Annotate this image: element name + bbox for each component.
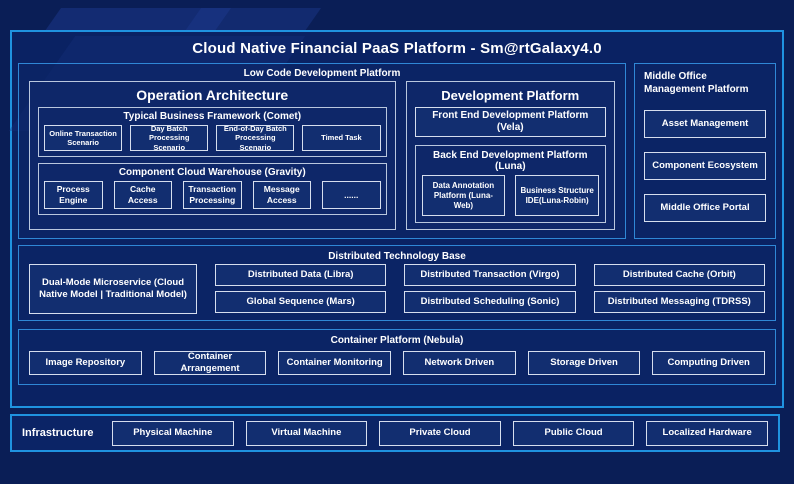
distributed-item-distributed-data-libra: Distributed Data (Libra): [215, 264, 387, 286]
distributed-item-distributed-transaction-virgo: Distributed Transaction (Virgo): [404, 264, 576, 286]
gravity-item-ellipsis: ......: [322, 181, 381, 209]
distributed-item-global-sequence-mars: Global Sequence (Mars): [215, 291, 387, 313]
gravity-items: Process Engine Cache Access Transaction …: [44, 181, 381, 209]
box-development-platform: Development Platform Front End Developme…: [405, 81, 615, 230]
low-code-platform-title: Low Code Development Platform: [243, 68, 401, 79]
section-middle-office-management-platform: Middle Office Management Platform Asset …: [634, 63, 776, 239]
distributed-item-dual-mode-microservice: Dual-Mode Microservice (Cloud Native Mod…: [29, 264, 197, 314]
gravity-item-message-access: Message Access: [252, 181, 311, 209]
page-title: Cloud Native Financial PaaS Platform - S…: [192, 40, 602, 57]
comet-item-timed-task: Timed Task: [302, 125, 381, 151]
section-low-code-development-platform: Low Code Development Platform Operation …: [18, 63, 626, 239]
container-item-container-monitoring: Container Monitoring: [278, 351, 392, 375]
luna-items: Data Annotation Platform (Luna-Web) Busi…: [421, 175, 600, 216]
container-item-network-driven: Network Driven: [403, 351, 516, 375]
middle-office-title: Middle Office Management Platform: [644, 71, 749, 95]
infrastructure-item-private-cloud: Private Cloud: [379, 420, 501, 446]
gravity-title: Component Cloud Warehouse (Gravity): [118, 167, 306, 178]
comet-item-end-of-day-batch-processing-scenario: End-of-Day Batch Processing Scenario: [216, 124, 295, 152]
gravity-item-cache-access: Cache Access: [113, 181, 172, 209]
box-operation-architecture: Operation Architecture Typical Business …: [29, 81, 396, 230]
comet-items: Online Transaction Scenario Day Batch Pr…: [44, 124, 381, 152]
luna-item-data-annotation-platform: Data Annotation Platform (Luna-Web): [421, 175, 506, 216]
section-infrastructure: Infrastructure Physical Machine Virtual …: [10, 414, 780, 452]
middle-office-item-component-ecosystem: Component Ecosystem: [644, 152, 766, 180]
container-item-storage-driven: Storage Driven: [527, 351, 641, 375]
distributed-column: Distributed Data (Libra) Global Sequence…: [215, 264, 387, 314]
distributed-base-title: Distributed Technology Base: [328, 251, 466, 262]
top-row: Low Code Development Platform Operation …: [18, 63, 776, 239]
comet-title: Typical Business Framework (Comet): [123, 111, 302, 122]
container-item-image-repository: Image Repository: [29, 351, 142, 375]
section-distributed-technology-base: Distributed Technology Base Dual-Mode Mi…: [18, 245, 776, 321]
box-typical-business-framework-comet: Typical Business Framework (Comet) Onlin…: [38, 107, 387, 157]
gravity-item-process-engine: Process Engine: [44, 181, 103, 209]
platform-content: Low Code Development Platform Operation …: [12, 63, 782, 385]
platform-frame: Cloud Native Financial PaaS Platform - S…: [8, 30, 784, 408]
distributed-item-distributed-messaging-tdrss: Distributed Messaging (TDRSS): [593, 291, 765, 313]
comet-item-day-batch-processing-scenario: Day Batch Processing Scenario: [130, 124, 209, 152]
container-item-computing-driven: Computing Driven: [652, 351, 766, 375]
infrastructure-title: Infrastructure: [22, 427, 94, 439]
middle-office-item-asset-management: Asset Management: [644, 110, 766, 138]
section-container-platform-nebula: Container Platform (Nebula) Image Reposi…: [18, 329, 776, 385]
distributed-item-distributed-cache-orbit: Distributed Cache (Orbit): [593, 264, 765, 286]
container-platform-title: Container Platform (Nebula): [330, 335, 464, 346]
operation-architecture-title: Operation Architecture: [136, 87, 289, 103]
distributed-item-distributed-scheduling-sonic: Distributed Scheduling (Sonic): [404, 291, 576, 313]
gravity-item-transaction-processing: Transaction Processing: [183, 181, 242, 209]
container-platform-items: Image Repository Container Arrangement C…: [29, 351, 766, 375]
luna-title: Back End Development Platform (Luna): [433, 150, 588, 172]
development-platform-title: Development Platform: [441, 88, 580, 103]
distributed-column: Distributed Cache (Orbit) Distributed Me…: [593, 264, 765, 314]
middle-office-item-middle-office-portal: Middle Office Portal: [644, 194, 766, 222]
distributed-column: Distributed Transaction (Virgo) Distribu…: [404, 264, 576, 314]
infrastructure-item-public-cloud: Public Cloud: [512, 420, 635, 446]
low-code-columns: Operation Architecture Typical Business …: [29, 81, 615, 230]
comet-item-online-transaction-scenario: Online Transaction Scenario: [44, 125, 123, 151]
luna-item-business-structure-ide: Business Structure IDE(Luna-Robin): [515, 175, 600, 216]
distributed-items: Dual-Mode Microservice (Cloud Native Mod…: [29, 264, 765, 314]
infrastructure-item-virtual-machine: Virtual Machine: [245, 420, 368, 446]
container-item-container-arrangement: Container Arrangement: [153, 351, 267, 375]
box-front-end-development-platform-vela: Front End Development Platform (Vela): [414, 107, 606, 137]
box-back-end-development-platform-luna: Back End Development Platform (Luna) Dat…: [414, 145, 606, 223]
infrastructure-item-physical-machine: Physical Machine: [112, 420, 234, 446]
infrastructure-item-localized-hardware: Localized Hardware: [646, 420, 768, 446]
box-component-cloud-warehouse-gravity: Component Cloud Warehouse (Gravity) Proc…: [38, 163, 387, 215]
